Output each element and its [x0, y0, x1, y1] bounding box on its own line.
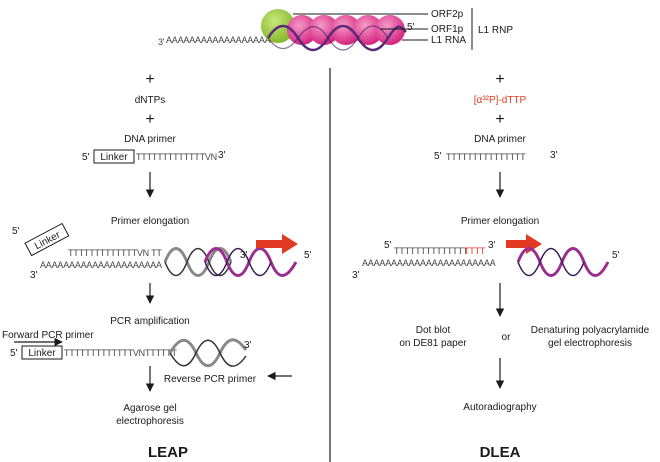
- dlea-den-1: Denaturing polyacrylamide: [531, 325, 650, 336]
- leap-pcr: PCR amplification: [110, 316, 189, 327]
- dlea-panel: + [α³²P]-dTTP + DNA primer 5' TTTTTTTTTT…: [352, 71, 650, 461]
- leap-panel: + dNTPs + DNA primer 5' Linker TTTTTTTTT…: [2, 71, 312, 461]
- top-5-prime: 5': [407, 22, 415, 33]
- dlea-plus-1: +: [495, 71, 504, 88]
- dlea-el-top-seq: TTTTTTTTTTTTTT: [394, 246, 469, 256]
- leap-forward-primer: Forward PCR primer: [2, 330, 94, 341]
- leap-pcr-helix: [168, 338, 248, 368]
- leap-agarose-1: Agarose gel: [123, 403, 176, 414]
- leap-linker-text: Linker: [100, 152, 128, 163]
- leap-pcr-linker-text: Linker: [28, 348, 56, 359]
- dlea-title: DLEA: [480, 444, 521, 461]
- dlea-el-bottom-seq: AAAAAAAAAAAAAAAAAAAAAAA: [362, 258, 496, 268]
- orf1p-label: ORF1p: [431, 24, 464, 35]
- dlea-primer-5: 5': [434, 151, 442, 162]
- leap-elongation: Primer elongation: [111, 216, 189, 227]
- dlea-el-5b: 5': [612, 250, 620, 261]
- dlea-elongation: Primer elongation: [461, 216, 539, 227]
- leap-el-3b: 3': [30, 270, 38, 281]
- leap-el-helix: [163, 247, 298, 277]
- leap-reverse-primer: Reverse PCR primer: [164, 374, 257, 385]
- leap-el-linker-box: [24, 222, 70, 257]
- leap-primer-3: 3': [218, 150, 226, 161]
- leap-dna-primer-label: DNA primer: [124, 134, 176, 145]
- dlea-or: or: [502, 332, 512, 343]
- dlea-el-3b: 3': [352, 270, 360, 281]
- leap-red-arrow: [256, 234, 298, 254]
- leap-linker-box: [93, 149, 135, 164]
- leap-el-5a: 5': [12, 226, 20, 237]
- leap-pcr-5: 5': [10, 348, 18, 359]
- leap-plus-1: +: [145, 71, 154, 88]
- dlea-plus-2: +: [495, 111, 504, 128]
- dlea-dot-2: on DE81 paper: [399, 338, 467, 349]
- leap-el-top-seq: TTTTTTTTTTTTTVN TT: [68, 248, 162, 258]
- dlea-primer-seq: TTTTTTTTTTTTTTT: [446, 152, 526, 162]
- dlea-primer-3: 3': [550, 150, 558, 161]
- orf2p-label: ORF2p: [431, 9, 464, 20]
- dlea-el-3a: 3': [488, 240, 496, 251]
- dlea-dttp: [α³²P]-dTTP: [474, 95, 527, 106]
- orf1p-proteins: [287, 15, 405, 45]
- leap-pcr-seq: TTTTTTTTTTTTTVNTTTTTT: [64, 348, 177, 358]
- top-3-prime: 3': [158, 37, 165, 47]
- l1rnp-label: L1 RNP: [478, 25, 513, 36]
- dlea-el-helix: [516, 247, 610, 277]
- dlea-den-2: gel electrophoresis: [548, 338, 632, 349]
- dlea-el-red-seq: TTTT: [464, 246, 486, 256]
- leap-pcr-3: 3': [244, 340, 252, 351]
- l1-rnp-graphic: 3' AAAAAAAAAAAAAAAAAA 5' ORF2p ORF1p L1 …: [158, 8, 513, 52]
- dlea-dna-primer-label: DNA primer: [474, 134, 526, 145]
- dlea-autorad: Autoradiography: [463, 402, 536, 413]
- leap-primer-seq: TTTTTTTTTTTTTVN: [136, 152, 217, 162]
- leap-el-bottom-seq: AAAAAAAAAAAAAAAAAAAAA: [40, 260, 162, 270]
- leap-title: LEAP: [148, 444, 188, 461]
- leap-dntps: dNTPs: [135, 95, 166, 106]
- leap-agarose-2: electrophoresis: [116, 416, 184, 427]
- dlea-el-5a: 5': [384, 240, 392, 251]
- dlea-dot-1: Dot blot: [416, 325, 451, 336]
- leap-el-5b: 5': [304, 250, 312, 261]
- top-polya: AAAAAAAAAAAAAAAAAA: [166, 35, 271, 45]
- leap-pcr-linker-box: [21, 345, 63, 360]
- leap-primer-5: 5': [82, 152, 90, 163]
- l1-rna-strand: [266, 24, 407, 52]
- leap-el-3a: 3': [240, 250, 248, 261]
- leap-plus-2: +: [145, 111, 154, 128]
- l1rna-label: L1 RNA: [431, 35, 466, 46]
